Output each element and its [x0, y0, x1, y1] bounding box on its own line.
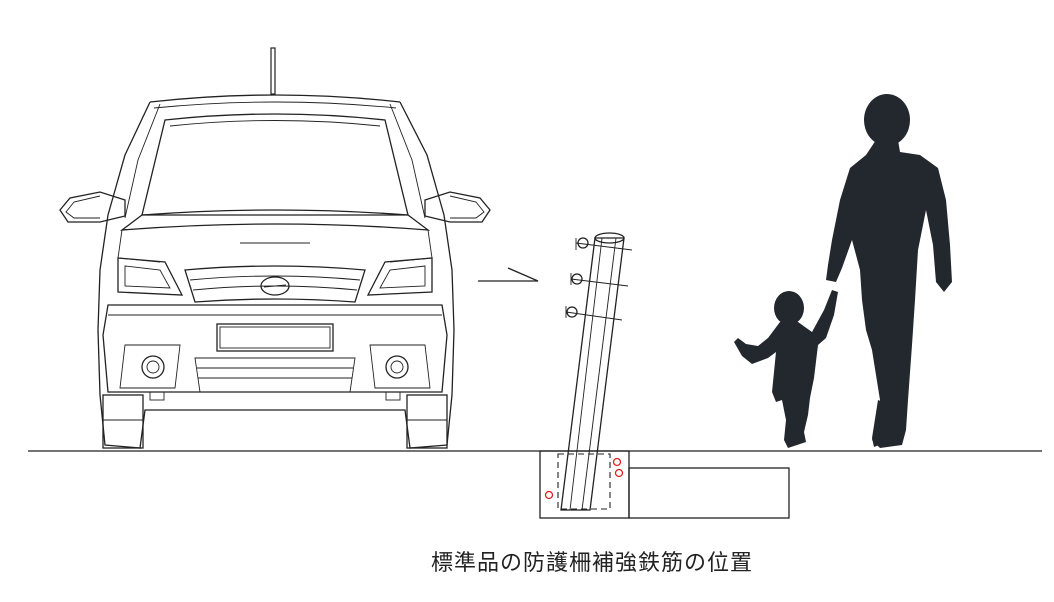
rebar-marker: [614, 468, 624, 478]
fog-light-right: [385, 355, 409, 379]
figure-caption: 標準品の防護柵補強鉄筋の位置: [430, 551, 753, 576]
car-emblem: [260, 276, 290, 296]
rebar-marker: [612, 457, 622, 467]
adjacent-footing: [628, 467, 790, 519]
pedestrians-silhouette: [734, 94, 952, 448]
foundation-block: [539, 450, 630, 519]
license-plate: [216, 323, 334, 352]
guard-post-section: [539, 232, 790, 519]
impact-arrow: [478, 267, 539, 282]
car-front-view: [59, 47, 491, 449]
rebar-marker: [544, 490, 554, 500]
tire-left: [102, 394, 144, 449]
adult-silhouette: [826, 94, 952, 448]
rebar-markers: [544, 457, 624, 500]
post-sleeve: [557, 453, 611, 510]
child-silhouette: [734, 290, 838, 448]
rail-brackets: [565, 237, 633, 321]
guard-post: [560, 237, 625, 511]
fog-light-left: [141, 355, 165, 379]
tire-right: [406, 394, 448, 449]
car-antenna: [270, 47, 276, 95]
